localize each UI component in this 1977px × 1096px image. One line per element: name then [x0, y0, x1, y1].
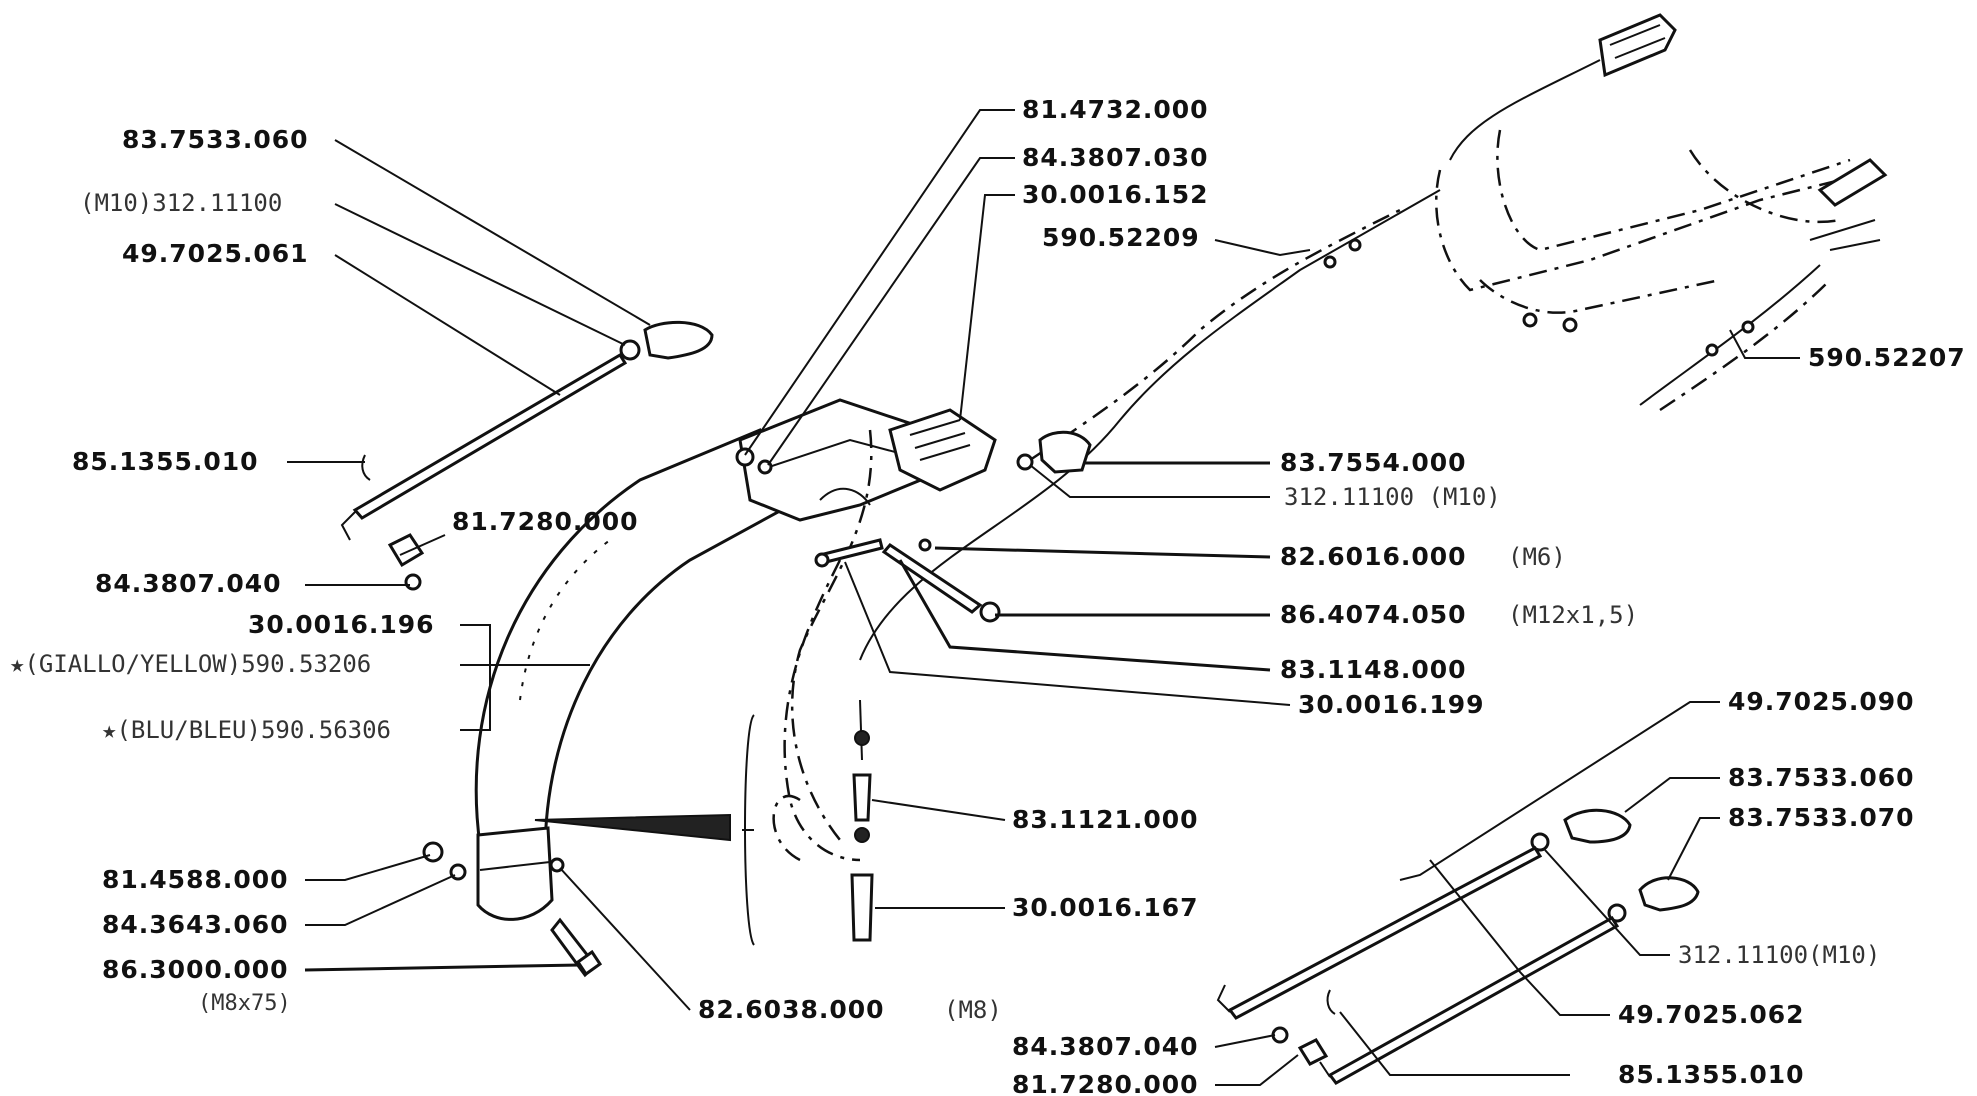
bottom-clamp	[422, 826, 603, 978]
label-49-7025-061: 49.7025.061	[122, 239, 309, 268]
label-83-7533-060: 83.7533.060	[122, 125, 309, 154]
label-86-4074-050: 86.4074.050	[1280, 600, 1467, 629]
label-81-4588-000: 81.4588.000	[102, 865, 289, 894]
label-82-6038-000: 82.6038.000	[698, 995, 885, 1024]
label-blu-bleu: ★(BLU/BLEU)590.56306	[102, 716, 391, 744]
handlebar-tube	[474, 398, 997, 857]
label-590-52207: 590.52207	[1808, 343, 1966, 372]
label-83-7533-070: 83.7533.070	[1728, 803, 1915, 832]
label-81-4732-000: 81.4732.000	[1022, 95, 1209, 124]
rod-assembly	[534, 699, 874, 946]
label-81-7280-000-right: 81.7280.000	[1012, 1070, 1199, 1096]
label-84-3807-030: 84.3807.030	[1022, 143, 1209, 172]
alternate-position-outline	[772, 429, 873, 862]
label-84-3807-040-right: 84.3807.040	[1012, 1032, 1199, 1061]
label-312-11100-m10: 312.11100 (M10)	[1284, 483, 1501, 511]
label-85-1355-010-right: 85.1355.010	[1618, 1060, 1805, 1089]
label-82-6038-000-size: (M8)	[944, 996, 1002, 1024]
label-giallo-yellow: ★(GIALLO/YELLOW)590.53206	[10, 650, 371, 678]
label-m10-312-11100: (M10)312.11100	[80, 189, 282, 217]
upper-handlebar	[1435, 13, 1888, 333]
label-84-3807-040: 84.3807.040	[95, 569, 282, 598]
part-labels: 83.7533.060 (M10)312.11100 49.7025.061 8…	[10, 95, 1966, 1096]
cable-590-52209	[859, 189, 1441, 661]
label-49-7025-062: 49.7025.062	[1618, 1000, 1805, 1029]
label-81-7280-000: 81.7280.000	[452, 507, 639, 536]
label-86-3000-000-size: (M8x75)	[198, 991, 291, 1016]
label-30-0016-196: 30.0016.196	[248, 610, 435, 639]
label-84-3643-060: 84.3643.060	[102, 910, 289, 939]
label-49-7025-090: 49.7025.090	[1728, 687, 1915, 716]
label-86-4074-050-size: (M12x1,5)	[1508, 601, 1638, 629]
left-lever-group	[340, 320, 714, 591]
right-lever-group	[1216, 808, 1700, 1085]
center-hardware	[735, 430, 1092, 623]
label-30-0016-199: 30.0016.199	[1298, 690, 1485, 719]
label-86-3000-000: 86.3000.000	[102, 955, 289, 984]
label-83-7533-060-right: 83.7533.060	[1728, 763, 1915, 792]
cable-590-52207	[1639, 264, 1831, 412]
label-30-0016-152: 30.0016.152	[1022, 180, 1209, 209]
leader-lines	[287, 109, 1800, 1086]
label-83-7554-000: 83.7554.000	[1280, 448, 1467, 477]
label-83-1148-000: 83.1148.000	[1280, 655, 1467, 684]
label-85-1355-010: 85.1355.010	[72, 447, 259, 476]
label-82-6016-000-size: (M6)	[1508, 543, 1566, 571]
label-312-11100-m10-right: 312.11100(M10)	[1678, 941, 1880, 969]
label-590-52209: 590.52209	[1042, 223, 1200, 252]
label-83-1121-000: 83.1121.000	[1012, 805, 1199, 834]
label-30-0016-167: 30.0016.167	[1012, 893, 1199, 922]
label-82-6016-000: 82.6016.000	[1280, 542, 1467, 571]
